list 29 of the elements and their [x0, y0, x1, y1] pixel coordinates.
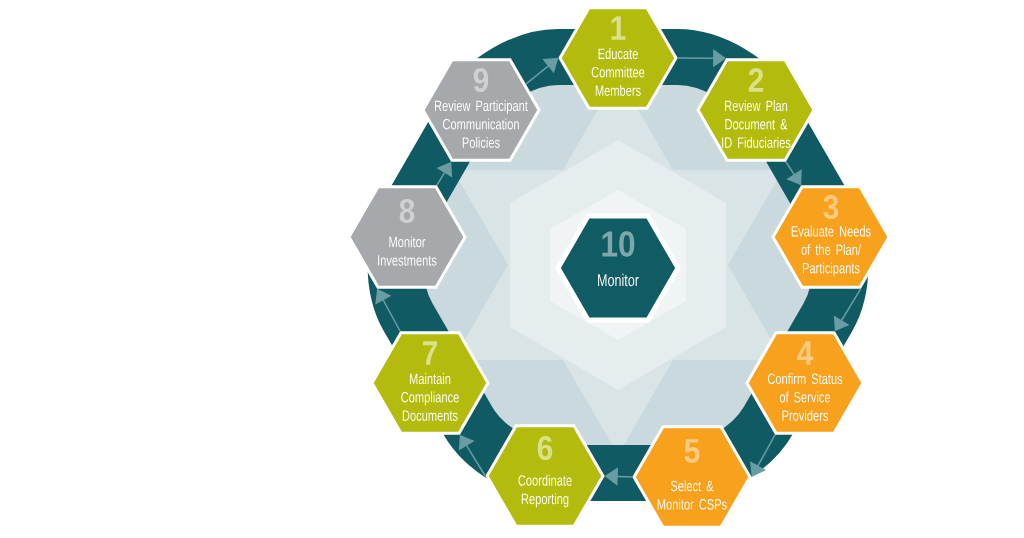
- step-number: 10: [602, 231, 635, 257]
- step-label: Educate Committee Members: [591, 48, 645, 96]
- step-number: 6: [537, 435, 553, 460]
- hexagon: [771, 185, 891, 289]
- step-number: 5: [684, 439, 700, 463]
- step-number: 4: [797, 341, 814, 365]
- step-label: Confirm Status of Service Providers: [767, 373, 843, 421]
- hexagon: [555, 213, 681, 323]
- hexagon: [632, 425, 752, 529]
- step-number: 2: [748, 68, 764, 92]
- hexagon: [485, 424, 605, 528]
- step-label: Maintain Compliance Documents: [401, 373, 459, 421]
- step-label: Monitor: [598, 273, 639, 287]
- step-label: Coordinate Reporting: [518, 474, 572, 508]
- step-number: 3: [823, 194, 839, 220]
- hexagon: [347, 185, 467, 289]
- hexagon: [558, 6, 678, 110]
- step-label: Monitor Investments: [378, 236, 437, 266]
- step-label: Review Plan Document & ID Fiduciaries: [722, 100, 791, 148]
- step-label: Review Participant Communication Policies: [435, 100, 528, 148]
- step-number: 1: [611, 16, 626, 40]
- step-number: 7: [422, 341, 437, 365]
- step-label: Evaluate Needs of the Plan/ Participants: [791, 225, 871, 277]
- hexagon: [696, 58, 816, 162]
- hexagon: [745, 331, 865, 435]
- hexagon: [370, 331, 490, 435]
- step-label: Select & Monitor CSPs: [657, 480, 727, 510]
- hexagon: [421, 58, 541, 162]
- arrow: [750, 433, 776, 477]
